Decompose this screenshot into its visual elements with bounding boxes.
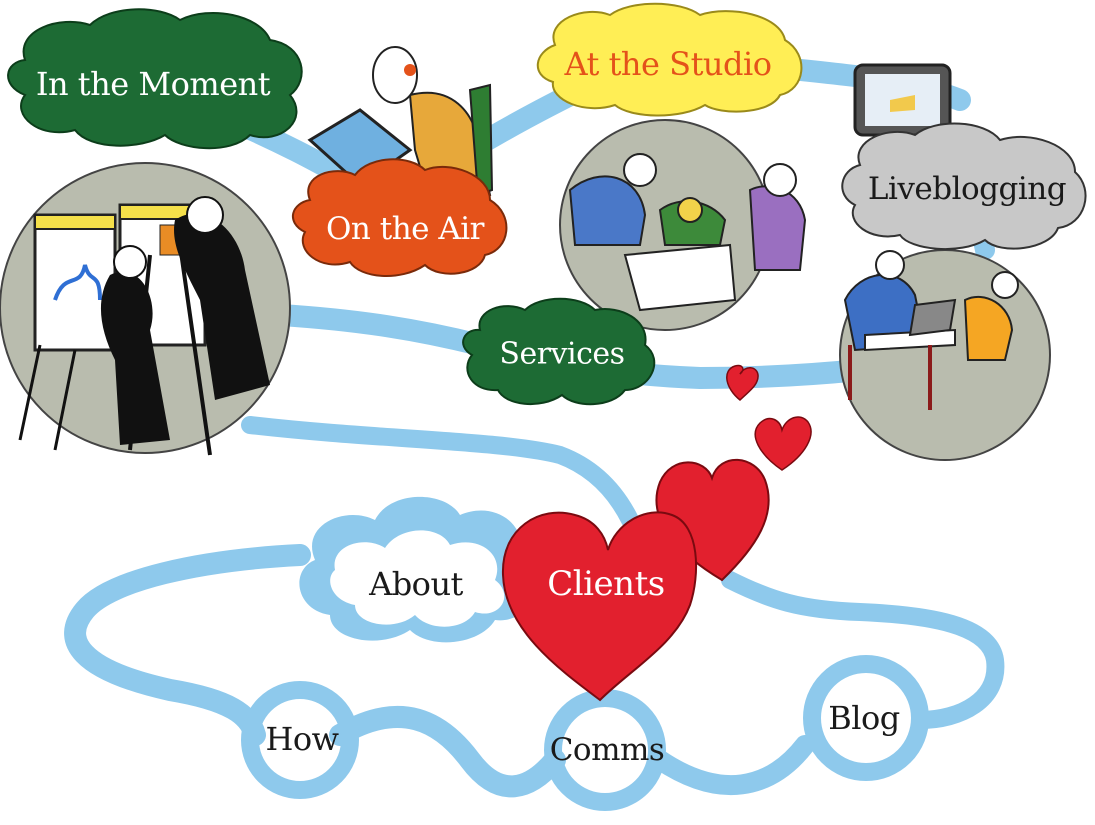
about-link[interactable]: About: [369, 565, 463, 603]
blog-link[interactable]: Blog: [828, 699, 900, 737]
about-cloud: [299, 496, 535, 643]
liveblogging-link[interactable]: Liveblogging: [867, 171, 1067, 207]
liveblogging-cloud: [841, 122, 1087, 251]
on-the-air-link[interactable]: On the Air: [326, 211, 484, 247]
illustration-studio-group: [559, 119, 807, 331]
how-link[interactable]: How: [265, 720, 339, 758]
at-the-studio-link[interactable]: At the Studio: [564, 45, 772, 83]
clients-link[interactable]: Clients: [547, 564, 665, 604]
services-cloud: [462, 297, 656, 406]
comms-link[interactable]: Comms: [549, 732, 665, 768]
in-the-moment-link[interactable]: In the Moment: [35, 65, 271, 103]
on-the-air-cloud: [292, 158, 508, 277]
in-the-moment-cloud: [7, 8, 303, 150]
clients-heart-shape: [501, 511, 698, 702]
illustration-liveblog-pair: [839, 249, 1051, 461]
services-link[interactable]: Services: [499, 336, 625, 372]
at-the-studio-cloud: [536, 2, 803, 117]
illustration-tablet-hand: [853, 63, 952, 137]
illustration-flipchart: [0, 162, 291, 456]
